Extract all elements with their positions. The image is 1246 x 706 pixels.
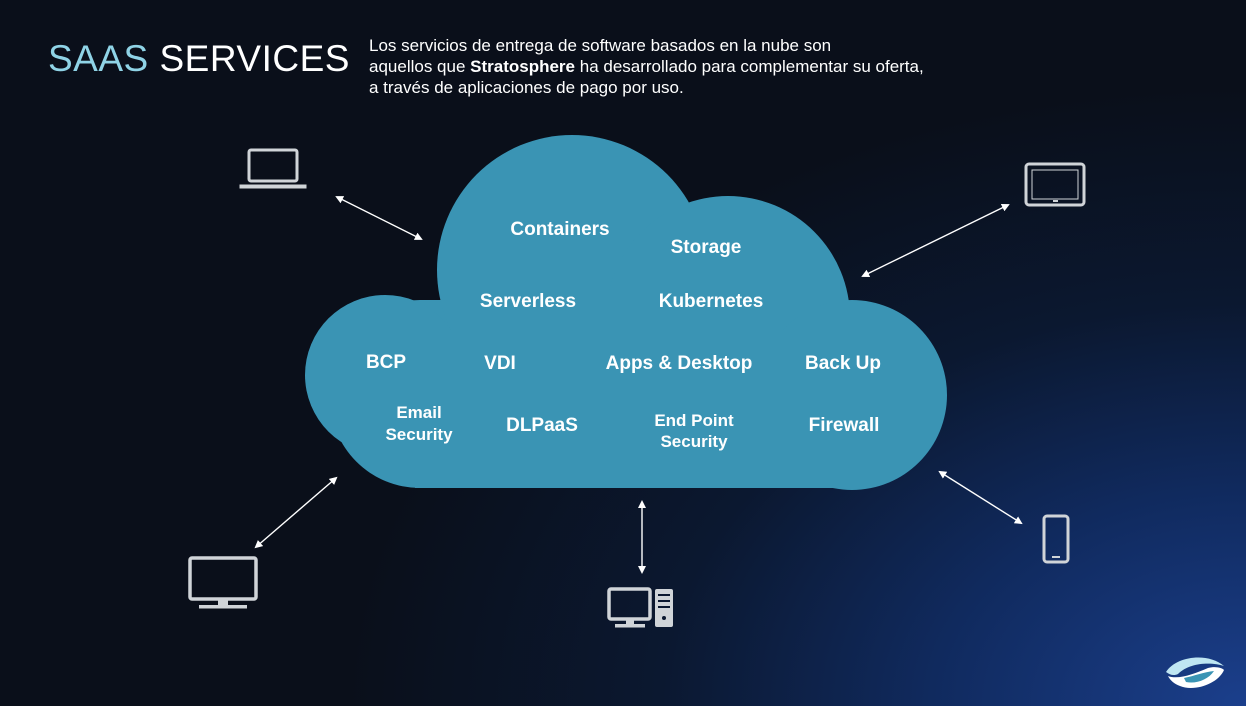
service-containers: Containers [510,219,609,240]
description-line-1: Los servicios de entrega de software bas… [369,36,832,55]
desktop-tower-icon [607,587,673,628]
stratosphere-logo-icon [1166,657,1224,689]
monitor-icon [188,556,258,609]
arrow-laptop-cloud [335,196,423,240]
service-vdi: VDI [484,353,516,374]
title-services: SERVICES [159,38,350,79]
title-saas: SAAS [48,38,149,79]
service-firewall: Firewall [809,415,880,436]
description-line-2: aquellos que Stratosphere ha desarrollad… [369,56,1049,77]
service-dlpaas: DLPaaS [506,415,578,436]
laptop-icon [239,148,307,189]
brand-name: Stratosphere [470,57,576,76]
arrow-monitor-cloud [254,476,338,549]
service-kubernetes: Kubernetes [659,291,764,312]
service-endpoint-security-line-1: End Point [654,411,734,430]
description-line-3: a través de aplicaciones de pago por uso… [369,78,684,97]
tablet-icon [1024,162,1086,207]
service-bcp: BCP [366,352,406,373]
cloud-shape [305,135,947,490]
description-line-2-pre: aquellos que [369,57,471,76]
description-line-2-post: ha desarrollado para complementar su ofe… [575,57,924,76]
service-serverless: Serverless [480,291,576,312]
arrow-tablet-cloud [861,204,1010,277]
service-email-security-line-2: Security [385,425,453,444]
service-backup: Back Up [805,353,881,374]
service-apps-desktop: Apps & Desktop [606,353,753,374]
service-storage: Storage [671,237,742,258]
service-email-security-line-1: Email [396,403,441,422]
service-endpoint-security-line-2: Security [660,432,728,451]
description: Los servicios de entrega de software bas… [369,35,1049,98]
page-title: SAAS SERVICES [48,38,350,80]
arrow-phone-cloud [938,470,1023,525]
smartphone-icon [1042,514,1070,564]
